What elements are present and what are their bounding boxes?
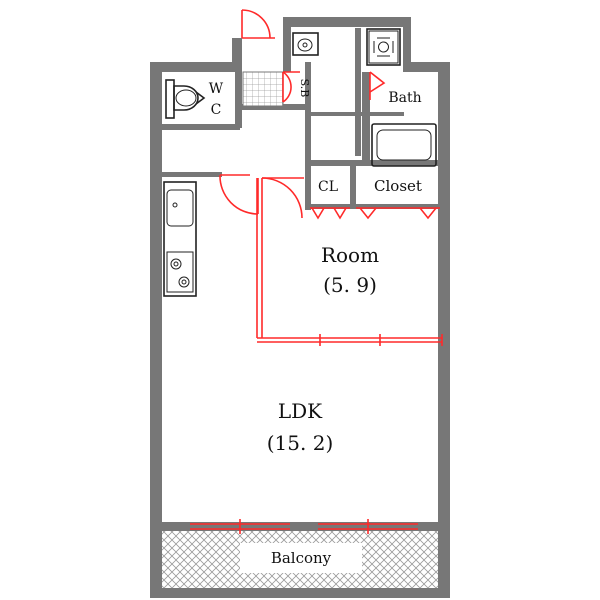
ldk-area: (15. 2) [267, 431, 334, 455]
room-partition [256, 178, 443, 346]
washing-machine-pan-icon [366, 28, 401, 66]
shoe-box-tiles [242, 71, 284, 107]
cl-label: CL [318, 179, 338, 195]
balcony-label: Balcony [271, 549, 332, 567]
wc-label-w: W [209, 81, 224, 97]
kitchen-sink-icon [163, 181, 197, 297]
wc-label-c: C [211, 102, 222, 118]
bath-label: Bath [388, 90, 421, 106]
ldk-door-icon [219, 174, 259, 215]
interior-walls [162, 28, 441, 210]
room-area: (5. 9) [323, 273, 377, 297]
exterior-walls [150, 17, 450, 598]
bath-door-icon [369, 71, 386, 100]
room-labels: W C S.B Bath CL Closet Room (5. 9) LDK (… [209, 79, 422, 567]
toilet-icon [165, 79, 206, 119]
sb-label: S.B [298, 79, 311, 98]
closet-label: Closet [374, 177, 422, 195]
bathtub-icon [371, 123, 437, 167]
wc-door-icon [282, 71, 300, 103]
balcony-area [162, 531, 438, 588]
ldk-name: LDK [278, 399, 323, 423]
entrance-door-icon [241, 9, 275, 39]
room-name: Room [321, 243, 379, 267]
wash-basin-icon [292, 32, 319, 56]
cooktop-icon [166, 251, 194, 293]
room-door-icon [261, 177, 304, 219]
closet-doors [310, 207, 440, 220]
